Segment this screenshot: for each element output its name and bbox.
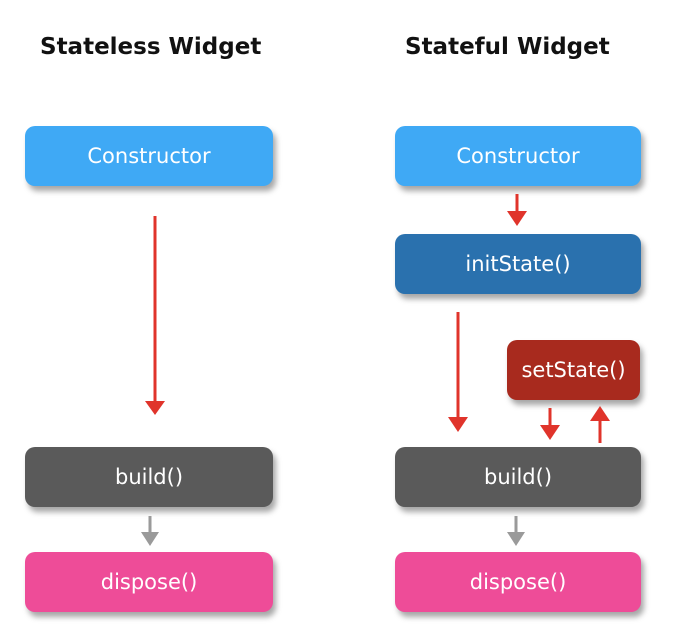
stateless-build-label: build() xyxy=(114,465,184,489)
stateful-initstate-box: initState() xyxy=(395,234,641,294)
arrow-stateless-constructor-to-build xyxy=(145,216,165,415)
stateful-dispose-box: dispose() xyxy=(395,552,641,612)
stateful-constructor-box: Constructor xyxy=(395,126,641,186)
arrow-stateful-build-to-dispose xyxy=(507,516,525,546)
stateful-widget-title: Stateful Widget xyxy=(405,34,610,60)
stateless-dispose-label: dispose() xyxy=(100,570,198,594)
stateful-dispose-label: dispose() xyxy=(469,570,567,594)
stateful-setstate-label: setState() xyxy=(521,358,626,382)
stateless-build-box: build() xyxy=(25,447,273,507)
stateful-build-label: build() xyxy=(483,465,553,489)
arrow-stateful-initstate-to-build xyxy=(448,312,468,432)
stateless-dispose-box: dispose() xyxy=(25,552,273,612)
arrow-stateful-setstate-to-build xyxy=(540,408,560,440)
stateful-constructor-label: Constructor xyxy=(456,144,580,168)
arrow-stateful-constructor-to-initstate xyxy=(507,194,527,226)
arrow-stateless-build-to-dispose xyxy=(141,516,159,546)
stateless-widget-title: Stateless Widget xyxy=(40,34,262,60)
stateless-constructor-label: Constructor xyxy=(87,144,211,168)
arrow-stateful-build-to-setstate xyxy=(590,406,610,443)
stateful-setstate-box: setState() xyxy=(507,340,640,400)
stateless-constructor-box: Constructor xyxy=(25,126,273,186)
stateful-initstate-label: initState() xyxy=(465,252,571,276)
stateful-build-box: build() xyxy=(395,447,641,507)
